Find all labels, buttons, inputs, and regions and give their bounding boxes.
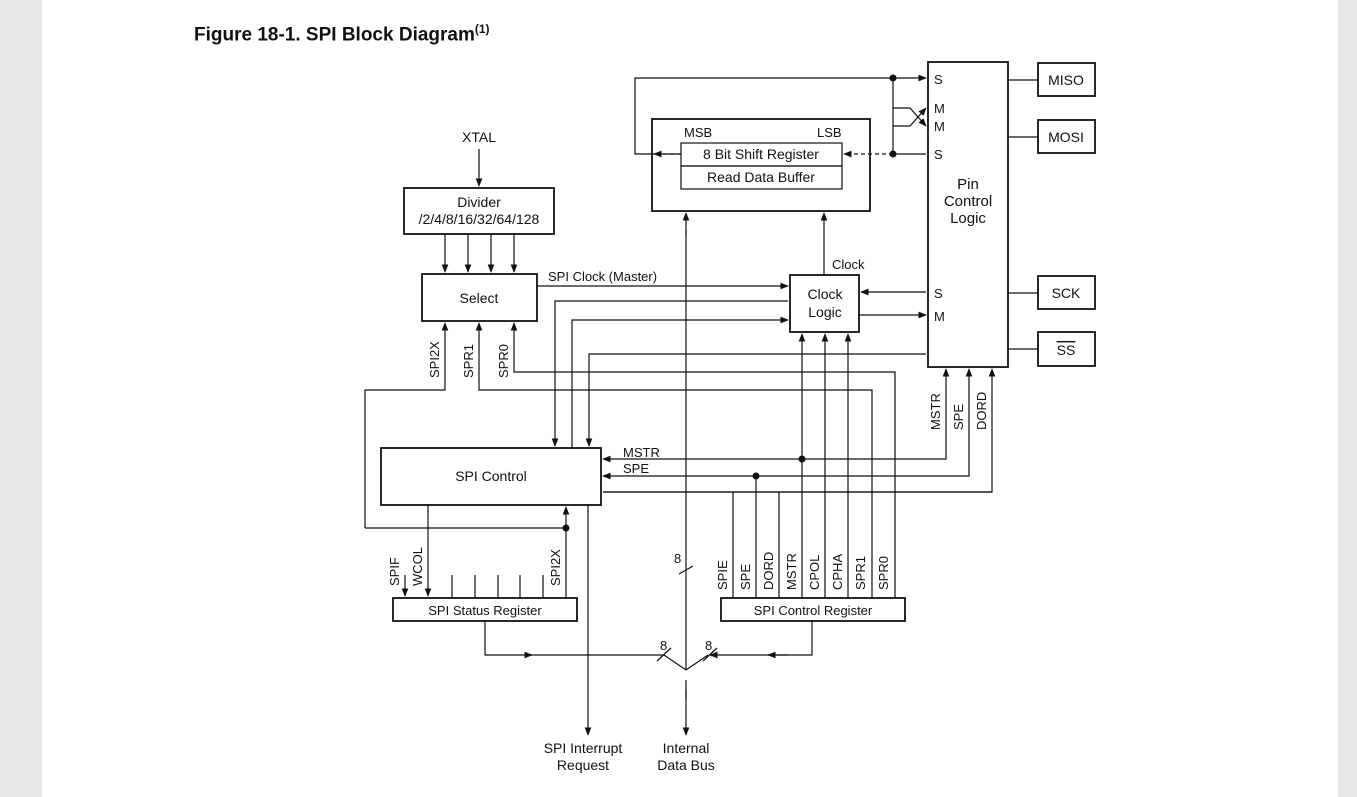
clock-logic-label-1: Clock (807, 286, 843, 302)
spi2x-select-label: SPI2X (427, 341, 442, 378)
divider-ratios-label: /2/4/8/16/32/64/128 (419, 211, 540, 227)
shift-register-label: 8 Bit Shift Register (703, 146, 819, 162)
spr0-reg-label: SPR0 (876, 556, 891, 590)
spi-control-label: SPI Control (455, 468, 527, 484)
port-m2: M (934, 119, 945, 134)
select-label: Select (460, 290, 499, 306)
control-register-block (720, 597, 906, 622)
interrupt-output-label-1: SPI Interrupt (544, 740, 623, 756)
port-m3: M (934, 309, 945, 324)
spe-pin-label: SPE (951, 404, 966, 430)
bus-width-right: 8 (705, 638, 712, 653)
databus-output-label-2: Data Bus (657, 757, 715, 773)
spi-clock-master-label: SPI Clock (Master) (548, 269, 657, 284)
port-s2: S (934, 147, 943, 162)
shift-register-outer (651, 118, 871, 212)
clock-label: Clock (832, 257, 865, 272)
spi-control-block (380, 447, 602, 506)
port-m1: M (934, 101, 945, 116)
spe-line-label: SPE (623, 461, 649, 476)
read-buffer-label: Read Data Buffer (707, 169, 815, 185)
spie-reg-label: SPIE (715, 560, 730, 590)
pin-control-label-3: Logic (950, 210, 986, 227)
control-register-label: SPI Control Register (754, 603, 873, 618)
spr1-select-label: SPR1 (461, 344, 476, 378)
lsb-label: LSB (817, 125, 842, 140)
spr1-reg-label: SPR1 (853, 556, 868, 590)
dord-reg-label: DORD (761, 552, 776, 590)
mstr-pin-label: MSTR (928, 393, 943, 430)
pin-control-label-1: Pin (957, 176, 979, 193)
mstr-reg-label: MSTR (784, 553, 799, 590)
divider-label: Divider (457, 194, 501, 210)
port-s1: S (934, 72, 943, 87)
miso-label: MISO (1048, 72, 1084, 88)
databus-output-label-1: Internal (663, 740, 710, 756)
mstr-line-label: MSTR (623, 445, 660, 460)
divider-block (403, 187, 555, 235)
spe-reg-label: SPE (738, 564, 753, 590)
spi2x-status-label: SPI2X (548, 549, 563, 586)
figure-title-text: Figure 18-1. SPI Block Diagram (194, 24, 475, 46)
pin-control-label-2: Control (944, 193, 992, 210)
spr0-select-label: SPR0 (496, 344, 511, 378)
pin-control-block (927, 61, 1009, 368)
ss-label: SS (1057, 342, 1076, 358)
bus-width-vertical: 8 (674, 551, 681, 566)
clock-logic-label-2: Logic (808, 304, 841, 320)
footnote-ref: (1) (474, 22, 490, 36)
bus-width-left: 8 (660, 638, 667, 653)
port-s3: S (934, 286, 943, 301)
interrupt-output-label-2: Request (557, 757, 609, 773)
mosi-label: MOSI (1048, 129, 1084, 145)
status-register-label: SPI Status Register (428, 603, 542, 618)
cpol-reg-label: CPOL (807, 555, 822, 590)
dord-pin-label: DORD (974, 392, 989, 430)
select-block (421, 273, 538, 322)
xtal-label: XTAL (462, 129, 496, 145)
read-buffer-inner (680, 165, 843, 190)
cpha-reg-label: CPHA (830, 554, 845, 590)
msb-label: MSB (684, 125, 712, 140)
spif-label: SPIF (387, 557, 402, 586)
figure-title: Figure 18-1. SPI Block Diagram(1) (194, 22, 490, 46)
wcol-label: WCOL (410, 547, 425, 586)
sck-label: SCK (1052, 285, 1081, 301)
